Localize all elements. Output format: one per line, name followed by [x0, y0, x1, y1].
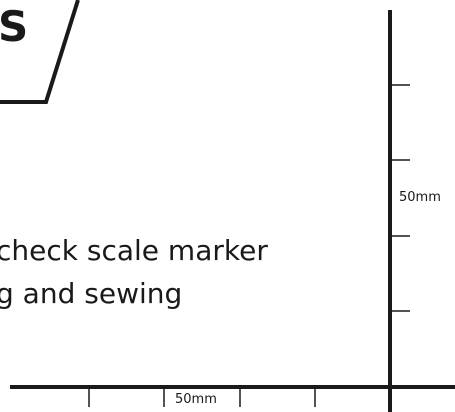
label-box-outline: [0, 0, 80, 104]
instruction-line-1: check scale marker: [0, 234, 268, 267]
instruction-line-2: g and sewing: [0, 277, 183, 310]
pattern-piece-letter: S: [0, 2, 29, 51]
vertical-scale-label: 50mm: [399, 190, 441, 205]
horizontal-scale-label: 50mm: [175, 392, 217, 407]
